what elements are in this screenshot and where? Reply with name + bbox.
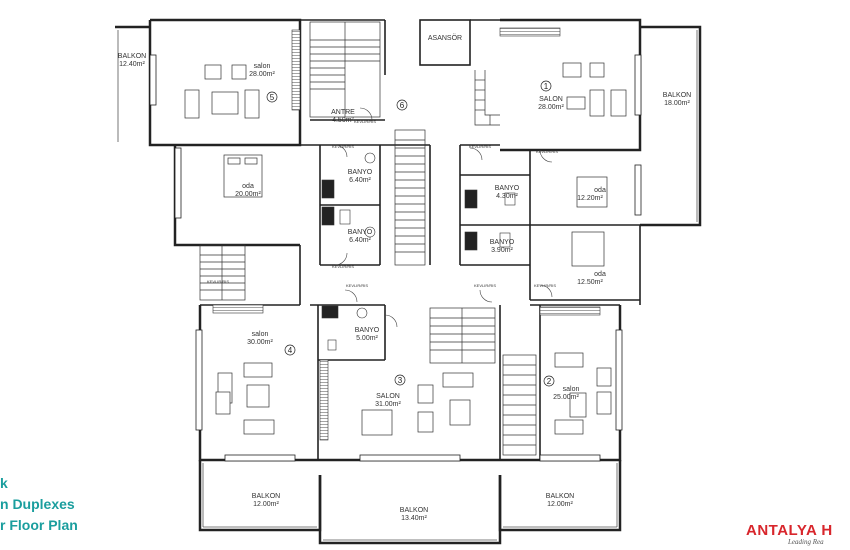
stair-top-left <box>309 21 381 118</box>
unit-1-number: 1 <box>544 82 549 91</box>
unit-6-number: 6 <box>400 101 405 110</box>
banyo-b-name: BANYO <box>348 229 373 236</box>
door-tag: KEVLIR/RIS <box>536 149 558 154</box>
banyo-b-area: 6.40m² <box>349 237 371 244</box>
door-tag: KEVLIR/RIS <box>332 264 354 269</box>
salon-1-area: 28.00m² <box>538 104 564 111</box>
oda-right-bottom-area: 12.50m² <box>577 279 603 286</box>
salon-5-name: salon <box>254 63 271 70</box>
antre-area: 4.50m² <box>332 117 354 124</box>
unit-2-number: 2 <box>547 377 552 386</box>
caption-line-3: r Floor Plan <box>0 517 78 533</box>
salon-2-name: salon <box>563 386 580 393</box>
unit-6-marker <box>396 99 408 111</box>
salon-4-name: salon <box>252 331 269 338</box>
salon-2-area: 25.00m² <box>553 394 579 401</box>
balkon-bottom-mid-area: 13.40m² <box>401 515 427 522</box>
door-tag: KEVLIR/RIS <box>469 144 491 149</box>
balkon-top-left-name: BALKON <box>118 53 146 60</box>
banyo-a-name: BANYO <box>348 169 373 176</box>
balkon-top-right-name: BALKON <box>663 92 691 99</box>
door-tag: KEVLIR/RIS <box>474 283 496 288</box>
oda-right-top-area: 12.20m² <box>577 195 603 202</box>
banyo-a-area: 6.40m² <box>349 177 371 184</box>
salon-3-area: 31.00m² <box>375 401 401 408</box>
banyo-e-name: BANYO <box>355 327 380 334</box>
furniture <box>184 62 627 436</box>
brand-slogan: Leading Rea <box>788 538 824 546</box>
door-tag: KEVLIR/RIS <box>346 283 368 288</box>
balkon-bottom-right-name: BALKON <box>546 493 574 500</box>
balkon-bottom-left-name: BALKON <box>252 493 280 500</box>
oda-right-top-name: oda <box>594 187 606 194</box>
banyo-c-name: BANYO <box>495 185 520 192</box>
unit-5-number: 5 <box>270 93 275 102</box>
stair-bottom-center <box>429 307 496 364</box>
brand-logo: ANTALYA H <box>746 522 833 539</box>
salon-5-area: 28.00m² <box>249 71 275 78</box>
salon-3-name: SALON <box>376 393 400 400</box>
door-tag: KEVLIR/RIS <box>207 279 229 284</box>
stair-bottom-right <box>502 354 537 456</box>
room-labels: BALKON 12.40m² salon 28.00m² 5 ANTRE 4.5… <box>118 34 691 522</box>
interior-walls <box>200 19 641 460</box>
balkon-top-left-area: 12.40m² <box>119 61 145 68</box>
unit-1-marker <box>540 80 552 92</box>
unit-3-marker <box>394 374 406 386</box>
unit-4-marker <box>284 344 296 356</box>
salon-1-name: SALON <box>539 96 563 103</box>
salon-4-area: 30.00m² <box>247 339 273 346</box>
antre-name: ANTRE <box>331 109 355 116</box>
door-swings <box>334 107 553 328</box>
banyo-c-area: 4.30m² <box>496 193 518 200</box>
stair-mid-left <box>199 244 246 301</box>
unit-2-marker <box>543 375 555 387</box>
windows <box>149 54 642 462</box>
unit-4-number: 4 <box>288 346 293 355</box>
caption-line-2: n Duplexes <box>0 496 75 512</box>
asansor-label: ASANSÖR <box>428 34 462 42</box>
door-tag: KEVLIR/RIS <box>354 119 376 124</box>
banyo-d-name: BANYO <box>490 239 515 246</box>
balkon-bottom-mid-name: BALKON <box>400 507 428 514</box>
stair-top-right <box>474 70 500 126</box>
banyo-e-area: 5.00m² <box>356 335 378 342</box>
balcony-railings <box>117 30 698 541</box>
balkon-bottom-right-area: 12.00m² <box>547 501 573 508</box>
unit-3-number: 3 <box>398 376 403 385</box>
door-tag: KEVLIR/RIS <box>332 144 354 149</box>
unit-5-marker <box>266 91 278 103</box>
door-tag: KEVLIR/RIS <box>534 283 556 288</box>
balkon-bottom-left-area: 12.00m² <box>253 501 279 508</box>
oda-left-area: 20.00m² <box>235 191 261 198</box>
balkon-top-right-area: 18.00m² <box>664 100 690 107</box>
caption-line-1: k <box>0 475 8 491</box>
stair-center <box>394 129 426 266</box>
banyo-d-area: 3.90m² <box>491 247 513 254</box>
bathroom-fixtures <box>321 152 516 351</box>
oda-left-name: oda <box>242 183 254 190</box>
kitchen-counters <box>212 27 601 441</box>
oda-right-bottom-name: oda <box>594 271 606 278</box>
